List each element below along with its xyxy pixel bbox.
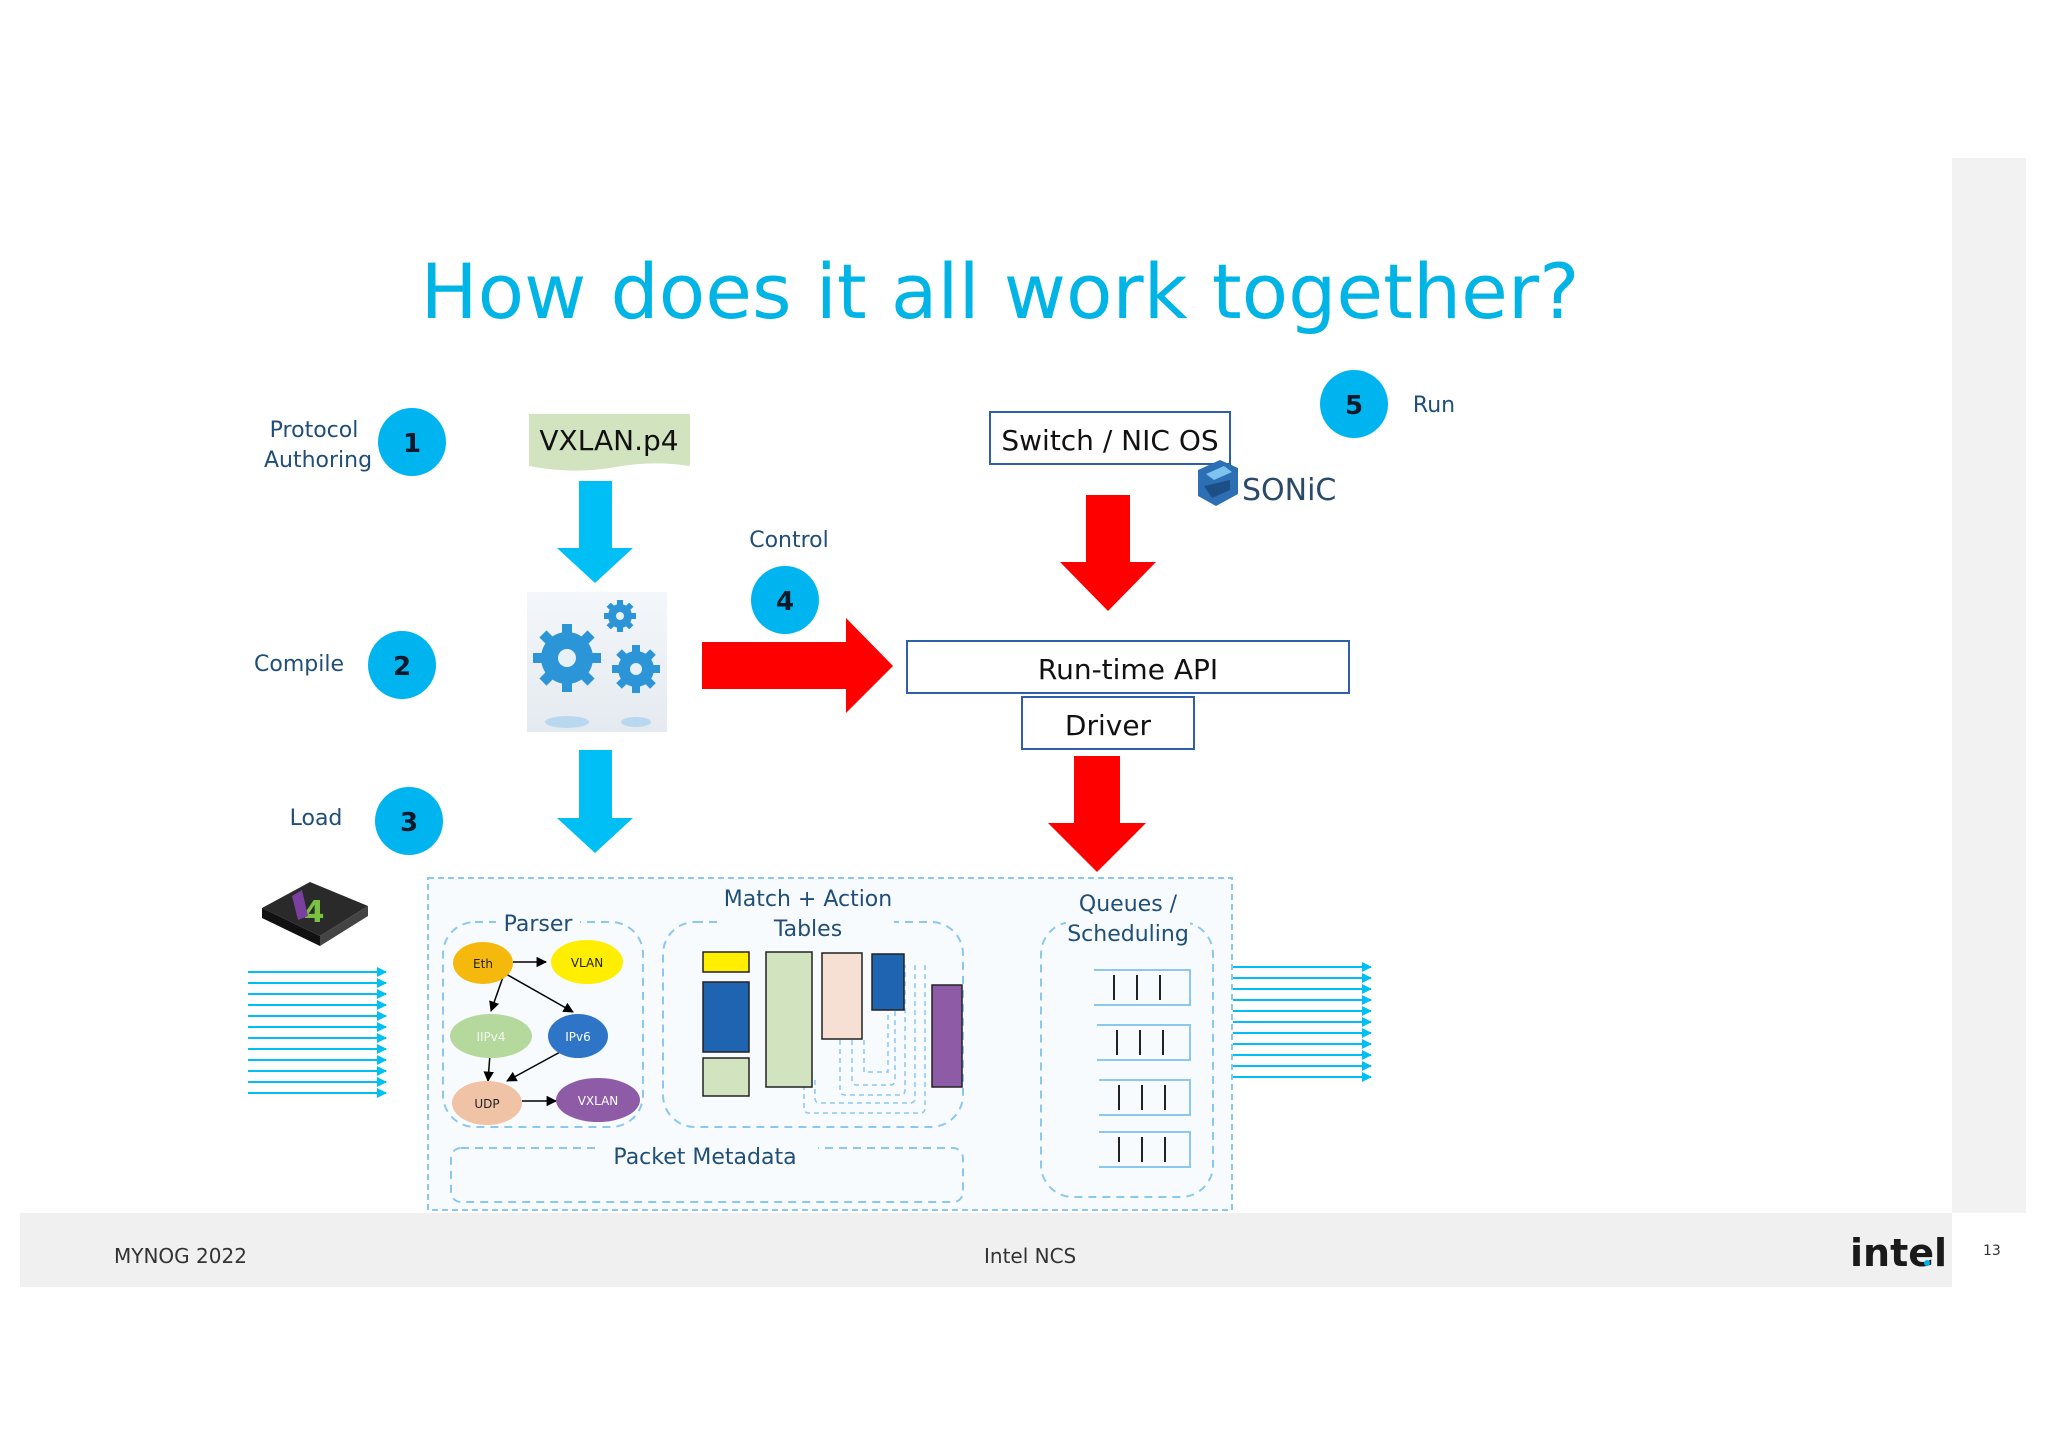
svg-text:IPv6: IPv6 <box>565 1030 591 1044</box>
match-action-label-line1: Match + Action <box>724 887 892 912</box>
queues-label-line2: Scheduling <box>1067 922 1189 947</box>
parser-node-eth <box>453 942 513 984</box>
match-action-tables <box>702 951 963 1114</box>
p4-chip-icon: 4 <box>262 882 368 946</box>
svg-text:Switch / NIC OS: Switch / NIC OS <box>1001 424 1218 457</box>
red-arrow-down-1 <box>1060 495 1156 611</box>
step-2-badge: 2 <box>368 631 436 699</box>
step-4-badge: 4 <box>751 566 819 634</box>
svg-text:VXLAN.p4: VXLAN.p4 <box>539 424 678 457</box>
ingress-packets <box>248 967 387 1098</box>
driver-box: Driver <box>1021 696 1195 750</box>
step-4-label: Control <box>749 528 829 553</box>
packet-metadata-label: Packet Metadata <box>613 1145 796 1170</box>
match-action-label-line2: Tables <box>773 917 842 942</box>
blue-arrow-down-2 <box>557 750 633 853</box>
step-1-badge: 1 <box>378 408 446 476</box>
red-arrow-down-2 <box>1048 756 1146 872</box>
switch-nic-os-box: Switch / NIC OS <box>989 411 1231 465</box>
footer-left: MYNOG 2022 <box>114 1244 247 1268</box>
svg-text:Run-time API: Run-time API <box>1038 653 1218 686</box>
svg-text:4: 4 <box>304 895 325 930</box>
sonic-logo-icon: SONiC <box>1198 460 1336 508</box>
parser-label: Parser <box>504 912 574 937</box>
svg-text:5: 5 <box>1345 391 1363 421</box>
svg-text:Driver: Driver <box>1065 709 1152 742</box>
step-5-badge: 5 <box>1320 370 1388 438</box>
queue-item <box>1099 1131 1191 1168</box>
page-number: 13 <box>1983 1243 2001 1259</box>
svg-text:IIPv4: IIPv4 <box>476 1030 505 1044</box>
svg-text:VLAN: VLAN <box>571 956 603 970</box>
step-1-label-line1: Protocol <box>270 418 359 443</box>
footer-center: Intel NCS <box>984 1244 1076 1268</box>
footer-bar <box>20 1213 1952 1287</box>
parser-node-vxlan <box>556 1078 640 1122</box>
egress-packets <box>1233 962 1372 1082</box>
queues-label-line1: Queues / <box>1079 892 1178 917</box>
step-1-label-line2: Authoring <box>264 448 372 473</box>
parser-region <box>442 921 644 1128</box>
svg-text:1: 1 <box>403 429 421 459</box>
side-panel <box>1952 158 2026 1213</box>
step-2-label: Compile <box>254 652 344 677</box>
blue-arrow-down-1 <box>557 481 633 583</box>
queue-list <box>1094 969 1191 1168</box>
queue-item <box>1097 1024 1191 1061</box>
intel-logo-dot <box>1924 1260 1930 1266</box>
svg-text:SONiC: SONiC <box>1242 473 1336 508</box>
svg-text:UDP: UDP <box>474 1097 499 1111</box>
intel-logo: intel <box>1850 1231 1947 1275</box>
step-3-label: Load <box>290 806 343 831</box>
step-5-label: Run <box>1413 393 1455 418</box>
parser-node-udp <box>452 1081 522 1125</box>
slide-title: How does it all work together? <box>421 247 1580 336</box>
svg-text:Eth: Eth <box>473 957 493 971</box>
runtime-api-box: Run-time API <box>906 640 1350 694</box>
svg-text:2: 2 <box>393 652 411 682</box>
parser-node-ipv6 <box>548 1014 608 1058</box>
queue-item <box>1099 1079 1191 1116</box>
svg-text:4: 4 <box>776 587 794 617</box>
parser-node-ipv4 <box>450 1014 532 1058</box>
gears-icon <box>527 592 667 732</box>
svg-text:VXLAN: VXLAN <box>578 1094 619 1108</box>
vxlan-p4-file: VXLAN.p4 <box>529 414 690 471</box>
step-3-badge: 3 <box>375 787 443 855</box>
parser-node-vlan <box>551 940 623 984</box>
queue-item <box>1094 969 1191 1006</box>
red-arrow-right <box>702 618 893 713</box>
svg-text:3: 3 <box>400 808 418 838</box>
parser-graph: Eth VLAN IIPv4 IPv6 UDP VXLAN <box>450 940 640 1125</box>
